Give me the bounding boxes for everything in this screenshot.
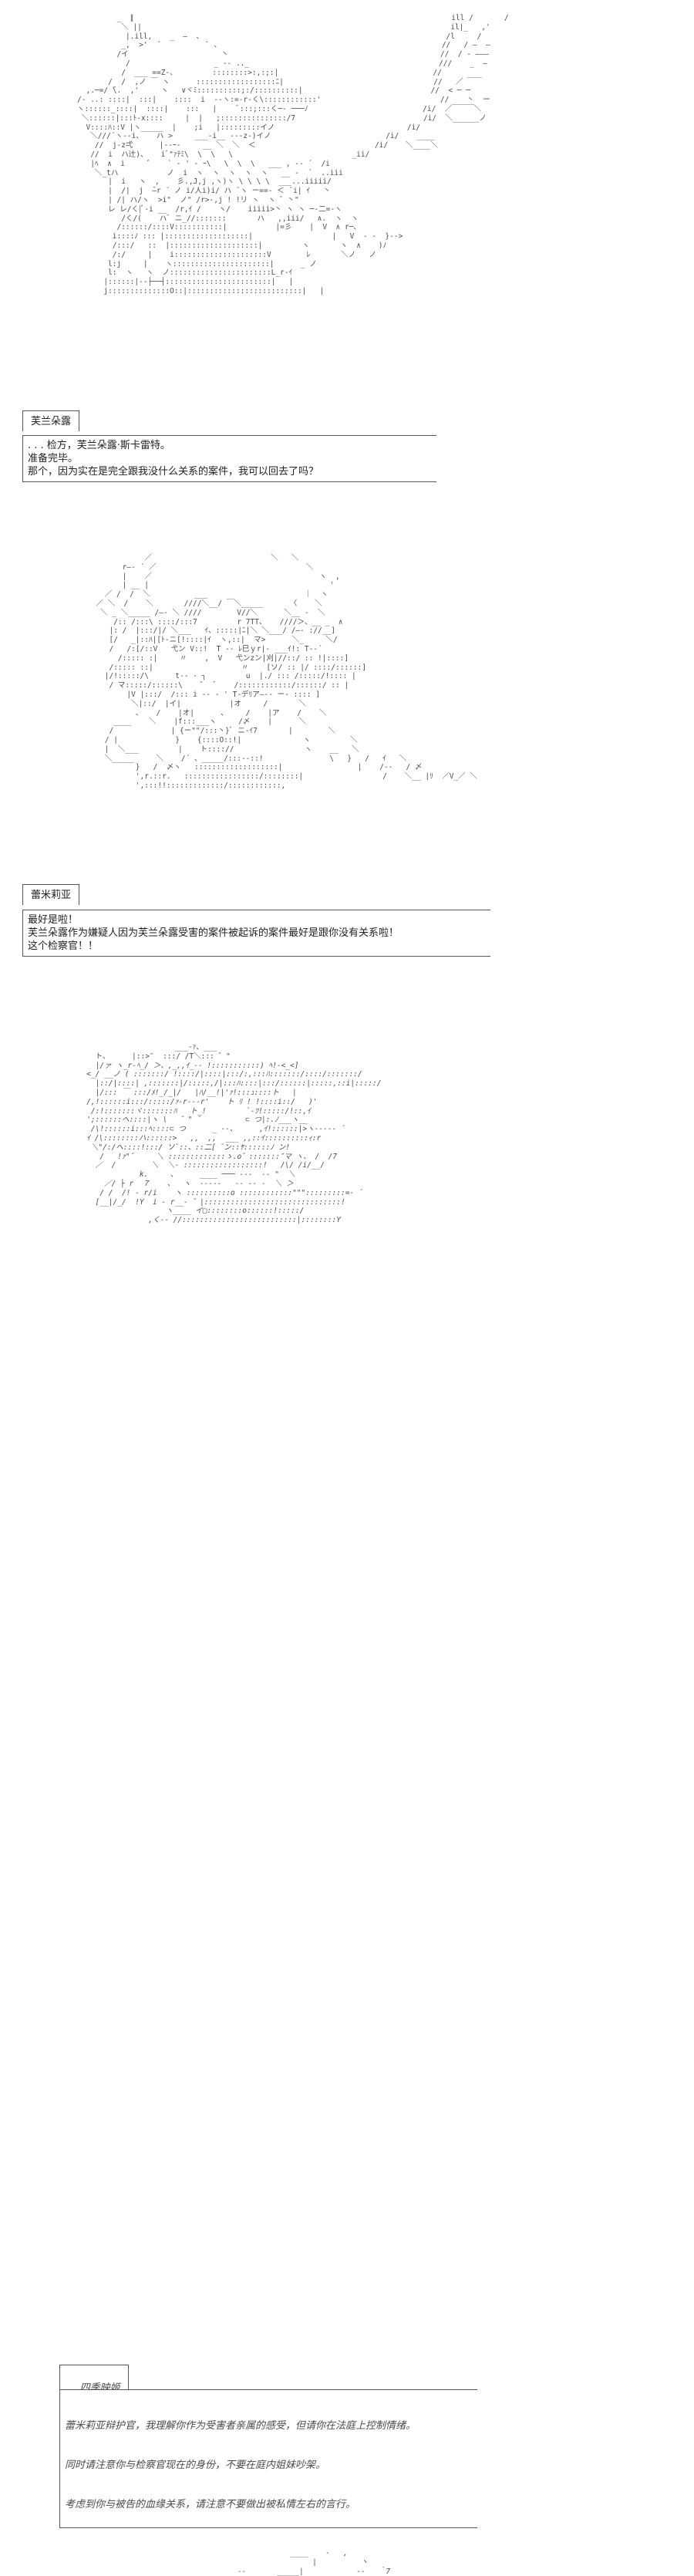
shikieiki-ascii-art: ___-ｧ、___ ト、 |::>″ :::/ /T＼::: ゛" |/ァ ヽ_… — [42, 1043, 477, 2576]
next-ascii-art-fragment: ____ ‐ , | 丶 ‐‐ _____| ‐‐ ｀7 — [237, 2549, 391, 2576]
speaker-name: 蕾米莉亚 — [31, 890, 72, 901]
dialogue-line: 准备完毕。 — [28, 453, 79, 464]
dialogue-line: 芙兰朵露作为嫌疑人因为芙兰朵露受害的案件被起诉的案件最好是跟你没有关系啦！ — [28, 927, 399, 939]
dialogue-line: 考虑到你与被告的血缘关系，请注意不要做出被私情左右的言行。 — [65, 2499, 356, 2510]
dialogue-line: 蕾米莉亚辩护官，我理解你作为受害者亲属的感受，但请你在法庭上控制情绪。 — [65, 2420, 416, 2432]
dialogue-line: . . . 检方，芙兰朵露·斯卡雷特。 — [28, 440, 170, 451]
dialogue-line: 同时请注意你与检察官现在的身份，不要在庭内姐妹吵架。 — [65, 2460, 326, 2471]
dialogue-box: 蕾米莉亚辩护官，我理解你作为受害者亲属的感受，但请你在法庭上控制情绪。 同时请注… — [59, 2389, 477, 2528]
remilia-ascii-art: ／ ＼ ＼ r―‐ ´ ／ ＼ | ／ ヽ , | __ | — [96, 554, 477, 790]
flandre-ascii-art: _ ∥ ill / / ＼ || il|_ ,' — [77, 14, 509, 295]
dialogue-box: . . . 检方，芙兰朵露·斯卡雷特。 准备完毕。 那个，因为实在是完全跟我没什… — [22, 435, 436, 482]
dialogue-line: 最好是啦！ — [28, 914, 79, 926]
speaker-name: 芙兰朵露 — [31, 416, 72, 427]
speaker-name-box: 芙兰朵露 — [22, 410, 80, 431]
dialogue-box: 最好是啦！ 芙兰朵露作为嫌疑人因为芙兰朵露受害的案件被起诉的案件最好是跟你没有关… — [22, 910, 490, 957]
speaker-name-box: 蕾米莉亚 — [22, 884, 80, 905]
dialogue-line: 那个，因为实在是完全跟我没什么关系的案件，我可以回去了吗？ — [28, 466, 319, 478]
dialogue-line: 这个检察官！！ — [28, 940, 99, 952]
